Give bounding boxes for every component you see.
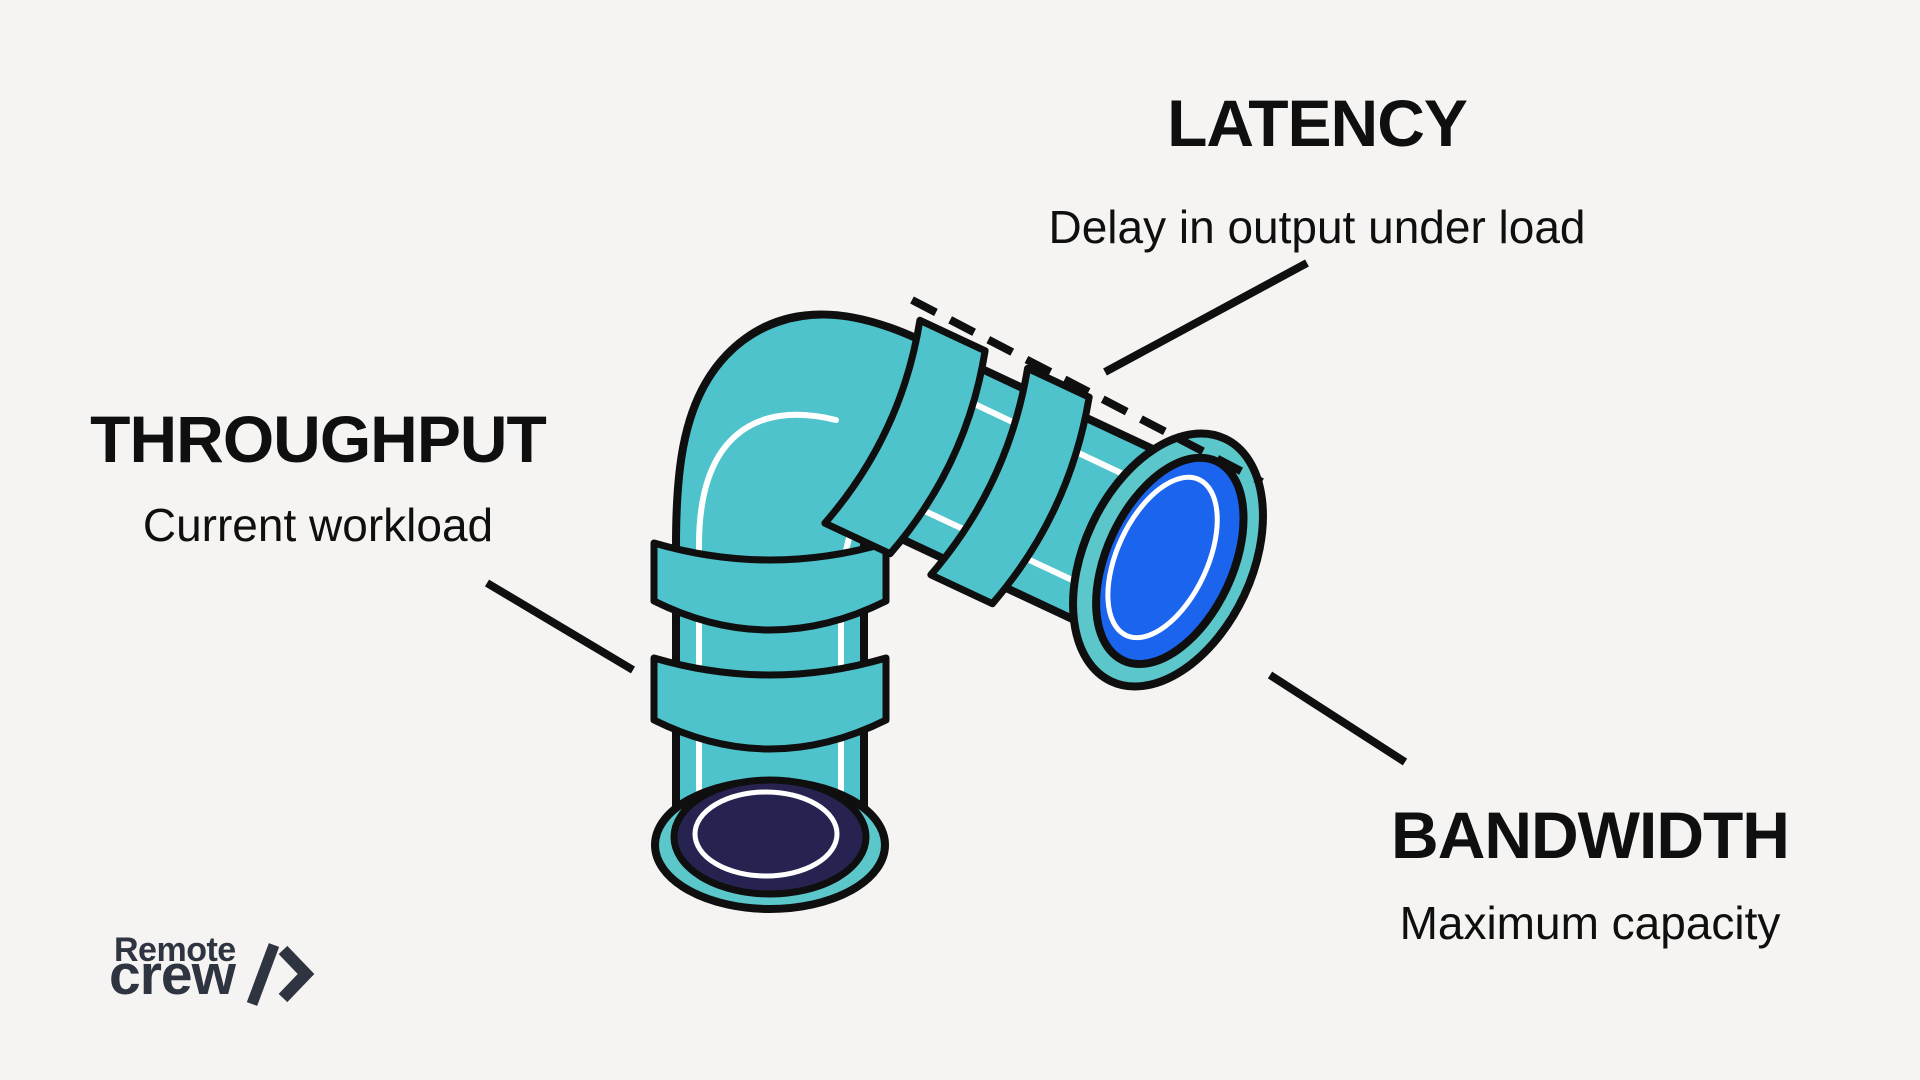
latency-subtitle: Delay in output under load xyxy=(1048,201,1586,253)
latency-leader-line xyxy=(1103,259,1309,376)
highlight-left xyxy=(696,411,839,823)
pipe-body xyxy=(680,318,1207,845)
logo-wordmark-line2: crew xyxy=(109,943,236,1007)
vertical-collar-upper xyxy=(650,539,890,634)
vertical-collar-lower xyxy=(650,654,890,753)
latency-title: LATENCY xyxy=(1167,86,1468,160)
logo-chevron-icon xyxy=(278,945,315,1003)
bottom-highlight-ring xyxy=(692,789,840,879)
bandwidth-title: BANDWIDTH xyxy=(1391,798,1790,872)
logo-slash-icon xyxy=(246,943,280,1006)
throughput-title: THROUGHPUT xyxy=(90,402,547,476)
logo-wordmark-line1: Remote xyxy=(114,931,236,969)
latency-dashed-line xyxy=(910,296,1264,486)
right-highlight-ring xyxy=(1105,474,1220,641)
throughput-leader-line xyxy=(484,579,636,674)
mid-collar xyxy=(927,364,1093,608)
throughput-subtitle: Current workload xyxy=(142,499,494,551)
bandwidth-subtitle: Maximum capacity xyxy=(1399,897,1781,949)
joint-collar xyxy=(821,316,989,558)
bandwidth-leader-line xyxy=(1267,671,1408,766)
pipe-bottom-opening xyxy=(651,776,889,913)
pipe-right-opening xyxy=(1069,429,1267,691)
